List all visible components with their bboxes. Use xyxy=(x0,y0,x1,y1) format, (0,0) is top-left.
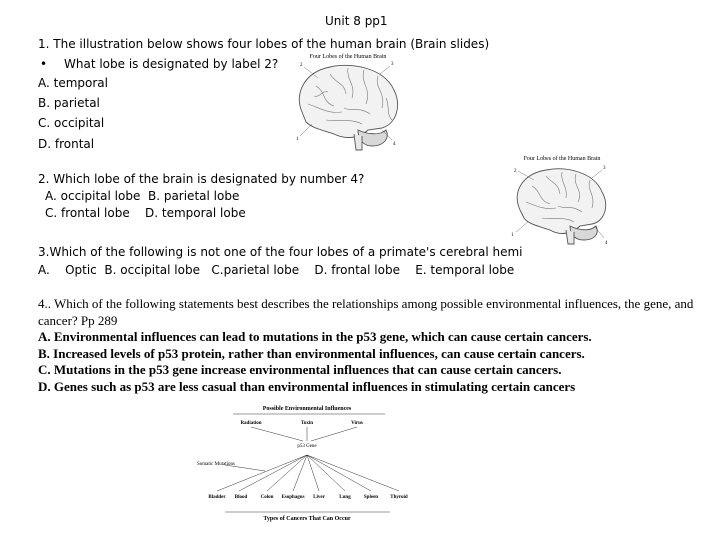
influence-toxin: Toxin xyxy=(301,421,313,426)
brain-1-label-3: 3 xyxy=(391,62,394,67)
brain-1-label-1: 1 xyxy=(296,137,299,142)
q1-option-b: B. parietal xyxy=(38,96,100,110)
brain-1-label-4: 4 xyxy=(393,142,396,147)
q1-option-d: D. frontal xyxy=(38,137,95,151)
q4-answer-b: B. Increased levels of p53 protein, rath… xyxy=(38,345,585,361)
q2-options-line-1: A. occipital lobe B. parietal lobe xyxy=(45,189,240,203)
cancer-liver: Liver xyxy=(313,495,325,500)
q2-options-line-2: C. frontal lobe D. temporal lobe xyxy=(45,206,246,220)
q3-stem: 3.Which of the following is not one of t… xyxy=(38,245,523,259)
q1-option-a: A. temporal xyxy=(38,76,108,90)
q1-stem: 1. The illustration below shows four lob… xyxy=(38,37,490,51)
brain-figure-1: Four Lobes of the Human Brain 2 3 1 4 xyxy=(286,50,410,160)
cancer-colon: Colon xyxy=(261,495,274,500)
influence-virus: Virus xyxy=(351,421,363,426)
brain-2-label-2: 2 xyxy=(514,169,517,174)
cancer-spleen: Spleen xyxy=(364,495,378,500)
q4-answer-c: C. Mutations in the p53 gene increase en… xyxy=(38,362,562,377)
brain-figure-2: Four Lobes of the Human Brain 2 3 1 4 xyxy=(506,152,616,252)
brain-figure-2-caption: Four Lobes of the Human Brain xyxy=(524,155,601,162)
cancer-bladder: Bladder xyxy=(208,495,226,500)
q1-bullet: • xyxy=(40,57,48,71)
side-somatic-mutations: Somatic Mutations xyxy=(197,462,235,467)
q1-sub-question: What lobe is designated by label 2? xyxy=(64,57,279,71)
brain-2-label-3: 3 xyxy=(603,166,606,171)
q4-answer-a: A. Environmental influences can lead to … xyxy=(38,329,592,344)
q3-options: A. Optic B. occipital lobe C.parietal lo… xyxy=(38,263,515,277)
brain-2-label-4: 4 xyxy=(605,241,608,246)
q1-option-c: C. occipital xyxy=(38,116,105,130)
influence-radiation: Radiation xyxy=(240,421,261,426)
brain-1-label-2: 2 xyxy=(300,63,303,68)
diagram-title: Possible Environmental Influences xyxy=(263,406,352,412)
p53-diagram: Possible Environmental Influences Radiat… xyxy=(195,403,420,523)
center-p53: p53 Gene xyxy=(297,444,317,449)
cancer-thyroid: Thyroid xyxy=(390,495,408,500)
cancer-esophagus: Esophagus xyxy=(281,495,304,500)
q4-block: 4.. Which of the following statements be… xyxy=(38,296,710,395)
brain-figure-1-caption: Four Lobes of the Human Brain xyxy=(310,53,387,60)
page-title: Unit 8 pp1 xyxy=(325,14,388,28)
cancer-lung: Lung xyxy=(339,495,351,500)
cancer-blood: Blood xyxy=(235,495,248,500)
diagram-footer: Types of Cancers That Can Occur xyxy=(263,516,351,522)
q2-stem: 2. Which lobe of the brain is designated… xyxy=(38,172,365,186)
brain-2-label-1: 1 xyxy=(511,233,514,238)
q4-stem: 4.. Which of the following statements be… xyxy=(38,296,694,328)
q4-answer-d: D. Genes such as p53 are less casual tha… xyxy=(38,378,576,394)
